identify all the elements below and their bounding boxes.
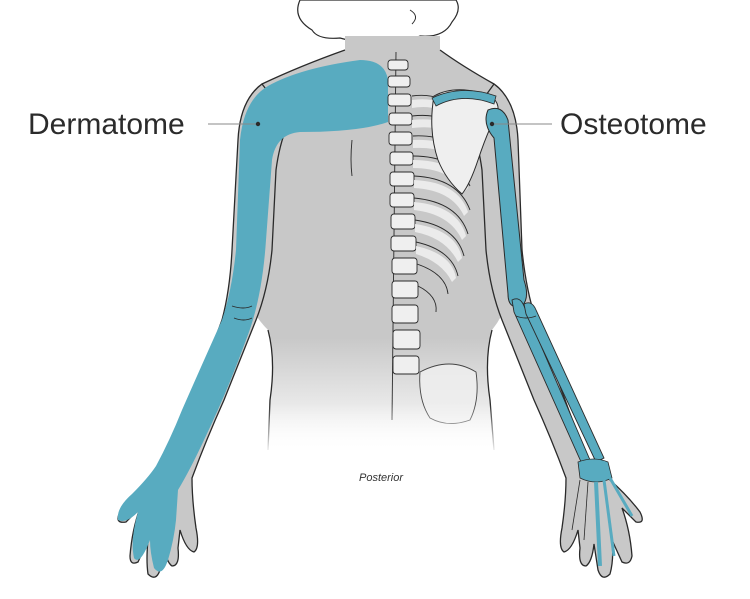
hair xyxy=(297,0,459,43)
osteotome-label: Osteotome xyxy=(560,108,707,141)
right-arm xyxy=(467,83,643,578)
dermatome-region xyxy=(117,60,389,572)
dermatome-label: Dermatome xyxy=(28,108,185,141)
hair-curl xyxy=(409,9,416,25)
hand-bones xyxy=(571,458,634,567)
left-elbow-crease xyxy=(231,305,253,321)
shoulder-blade-line xyxy=(350,139,353,177)
dermatome-leader-dot xyxy=(255,121,261,127)
view-caption: Posterior xyxy=(359,472,404,484)
right-elbow-crease xyxy=(515,315,537,319)
clavicle xyxy=(431,90,497,107)
torso-fade xyxy=(262,340,500,455)
osteotome-leader-dot xyxy=(489,121,495,127)
